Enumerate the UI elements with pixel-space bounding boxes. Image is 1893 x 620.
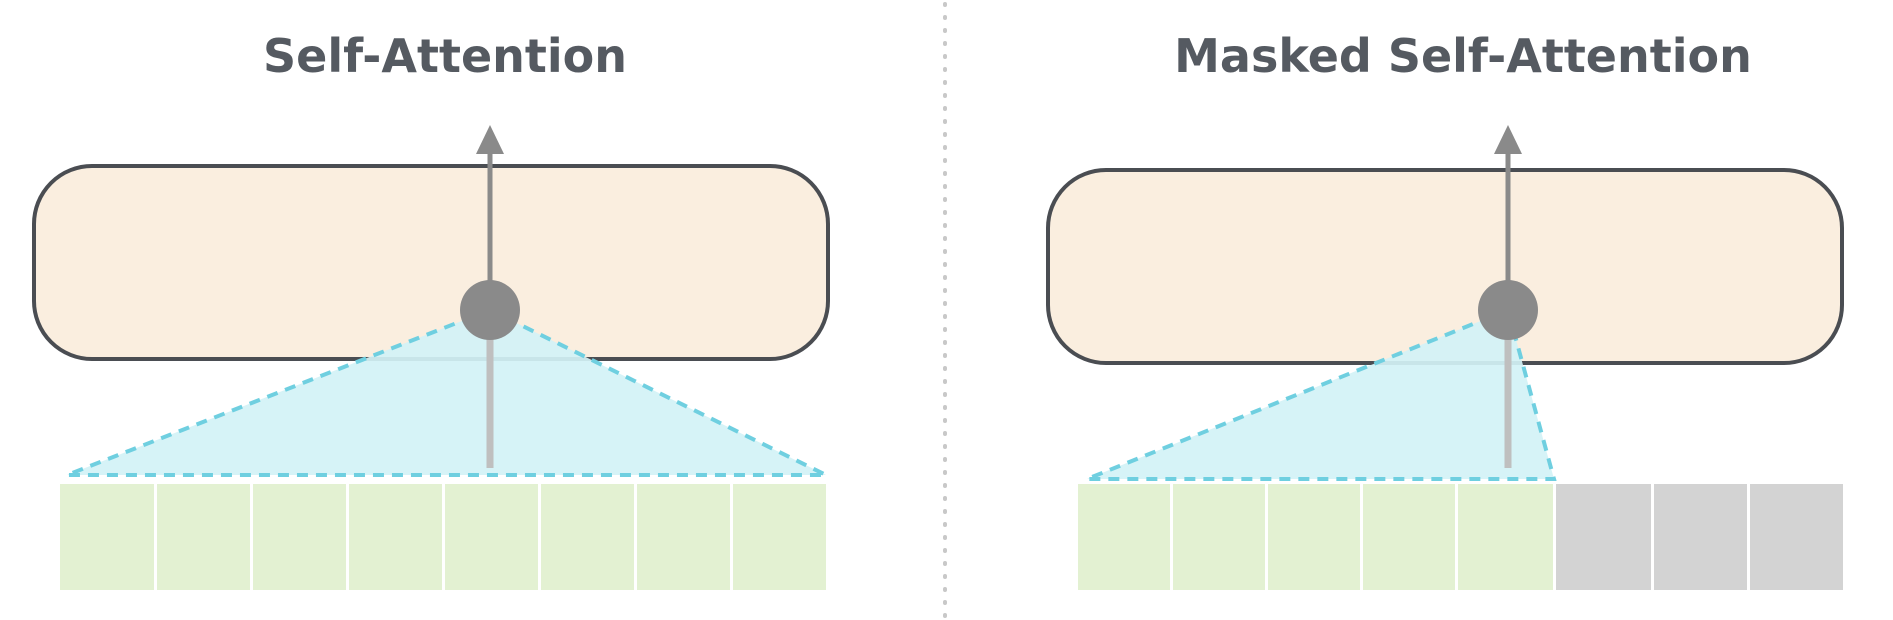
token-cell — [1173, 484, 1265, 590]
self-attention-block — [32, 164, 830, 361]
attention-cone — [66, 307, 827, 477]
token-cell — [1458, 484, 1553, 590]
self-attention-panel: Self-Attention — [32, 29, 830, 590]
token-row — [60, 484, 826, 590]
token-row — [1078, 484, 1843, 590]
panel-title: Self-Attention — [263, 29, 627, 83]
token-cell — [349, 484, 442, 590]
token-cell — [1363, 484, 1455, 590]
up-arrow-icon — [476, 125, 504, 154]
token-cell — [541, 484, 634, 590]
attention-cone — [1086, 307, 1557, 481]
token-cell — [733, 484, 826, 590]
token-cell — [157, 484, 250, 590]
masked-token-cell — [1556, 484, 1651, 590]
masked-token-cell — [1750, 484, 1843, 590]
token-cell — [637, 484, 730, 590]
panel-title: Masked Self-Attention — [1174, 29, 1752, 83]
token-cell — [1268, 484, 1360, 590]
masked-self-attention-panel: Masked Self-Attention — [1046, 29, 1844, 590]
masked-token-cell — [1654, 484, 1747, 590]
output-node-circle — [460, 280, 520, 340]
output-node-circle — [1478, 280, 1538, 340]
up-arrow-icon — [1494, 125, 1522, 154]
token-cell — [1078, 484, 1170, 590]
token-cell — [253, 484, 346, 590]
token-cell — [445, 484, 538, 590]
token-cell — [60, 484, 154, 590]
